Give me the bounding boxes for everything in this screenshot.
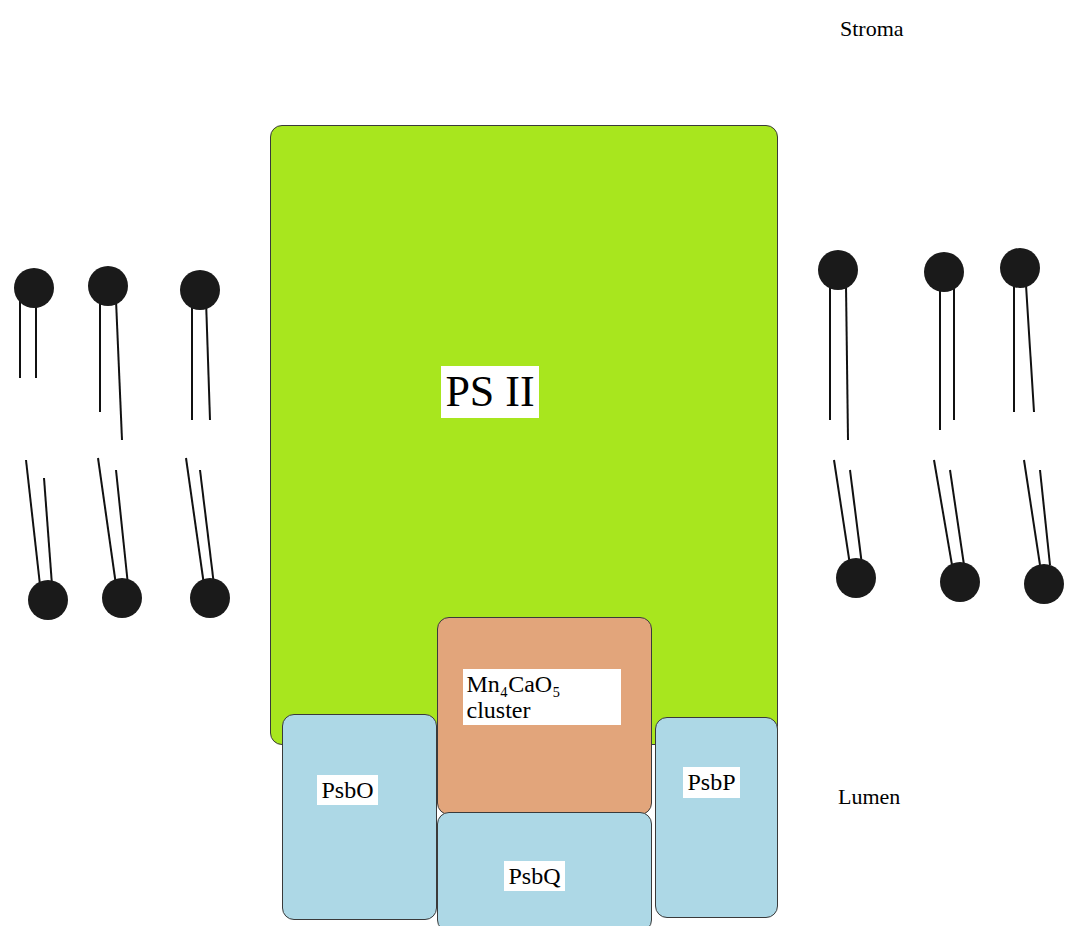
node-text: PS II xyxy=(441,366,538,418)
node-text: PsbO xyxy=(317,775,377,805)
protein-box: PsbP xyxy=(655,717,778,918)
region-label: Stroma xyxy=(840,16,904,42)
region-label: Lumen xyxy=(838,784,900,810)
node-text: PsbQ xyxy=(504,861,564,891)
cluster-box: Mn₄CaO₅ cluster xyxy=(437,617,652,815)
protein-box: PsbO xyxy=(282,714,437,920)
node-text: PsbP xyxy=(683,767,739,797)
node-text: Mn₄CaO₅ cluster xyxy=(463,669,621,726)
protein-box: PsbQ xyxy=(437,812,652,926)
